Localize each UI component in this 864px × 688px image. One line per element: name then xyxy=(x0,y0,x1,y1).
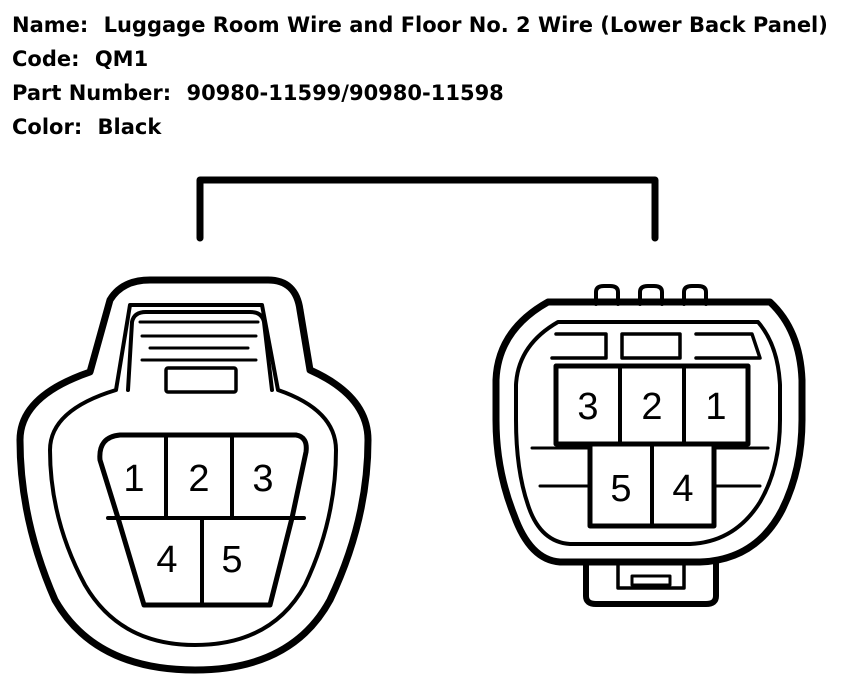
left-latch-frame xyxy=(126,310,274,392)
right-top-tab xyxy=(594,284,620,306)
code-value: QM1 xyxy=(94,47,149,71)
left-pin-cavity xyxy=(97,432,309,608)
right-pin-label: 3 xyxy=(577,386,598,428)
left-connector-inner-housing xyxy=(48,303,338,647)
left-connector-outer-housing xyxy=(16,276,372,674)
left-pin-label: 5 xyxy=(221,539,242,581)
right-connector-outer-housing xyxy=(492,298,806,566)
left-latch-tab xyxy=(164,366,238,394)
right-connector: 3 2 1 5 4 xyxy=(492,284,806,607)
name-value: Luggage Room Wire and Floor No. 2 Wire (… xyxy=(103,13,828,37)
color-row: Color: Black xyxy=(12,110,828,144)
right-connector-inner-housing xyxy=(514,320,782,546)
right-bottom-latch-window xyxy=(630,574,672,587)
part-number-label: Part Number: xyxy=(12,81,172,105)
name-label: Name: xyxy=(12,13,89,37)
color-label: Color: xyxy=(12,115,83,139)
right-key-slot xyxy=(694,332,762,360)
right-pin-label: 5 xyxy=(610,468,631,510)
code-row: Code: QM1 xyxy=(12,42,828,76)
left-pin-label: 3 xyxy=(252,458,273,500)
code-label: Code: xyxy=(12,47,80,71)
right-pin-label: 2 xyxy=(641,386,662,428)
right-key-slot xyxy=(620,332,682,360)
left-connector: 1 2 3 4 5 xyxy=(16,276,372,674)
right-top-tab xyxy=(638,284,664,306)
left-pin-label: 2 xyxy=(188,458,209,500)
connector-info: Name: Luggage Room Wire and Floor No. 2 … xyxy=(12,8,828,144)
right-pin-label: 4 xyxy=(672,468,693,510)
color-value: Black xyxy=(97,115,162,139)
right-top-tab xyxy=(682,284,708,306)
right-bottom-latch xyxy=(583,559,719,607)
right-bottom-latch-inner xyxy=(616,560,686,590)
part-number-value: 90980-11599/90980-11598 xyxy=(186,81,504,105)
name-row: Name: Luggage Room Wire and Floor No. 2 … xyxy=(12,8,828,42)
left-pin-label: 4 xyxy=(156,539,177,581)
right-pin-label: 1 xyxy=(705,386,726,428)
part-number-row: Part Number: 90980-11599/90980-11598 xyxy=(12,76,828,110)
left-pin-label: 1 xyxy=(123,458,144,500)
mating-bracket xyxy=(196,176,659,242)
right-key-slot xyxy=(550,332,608,360)
